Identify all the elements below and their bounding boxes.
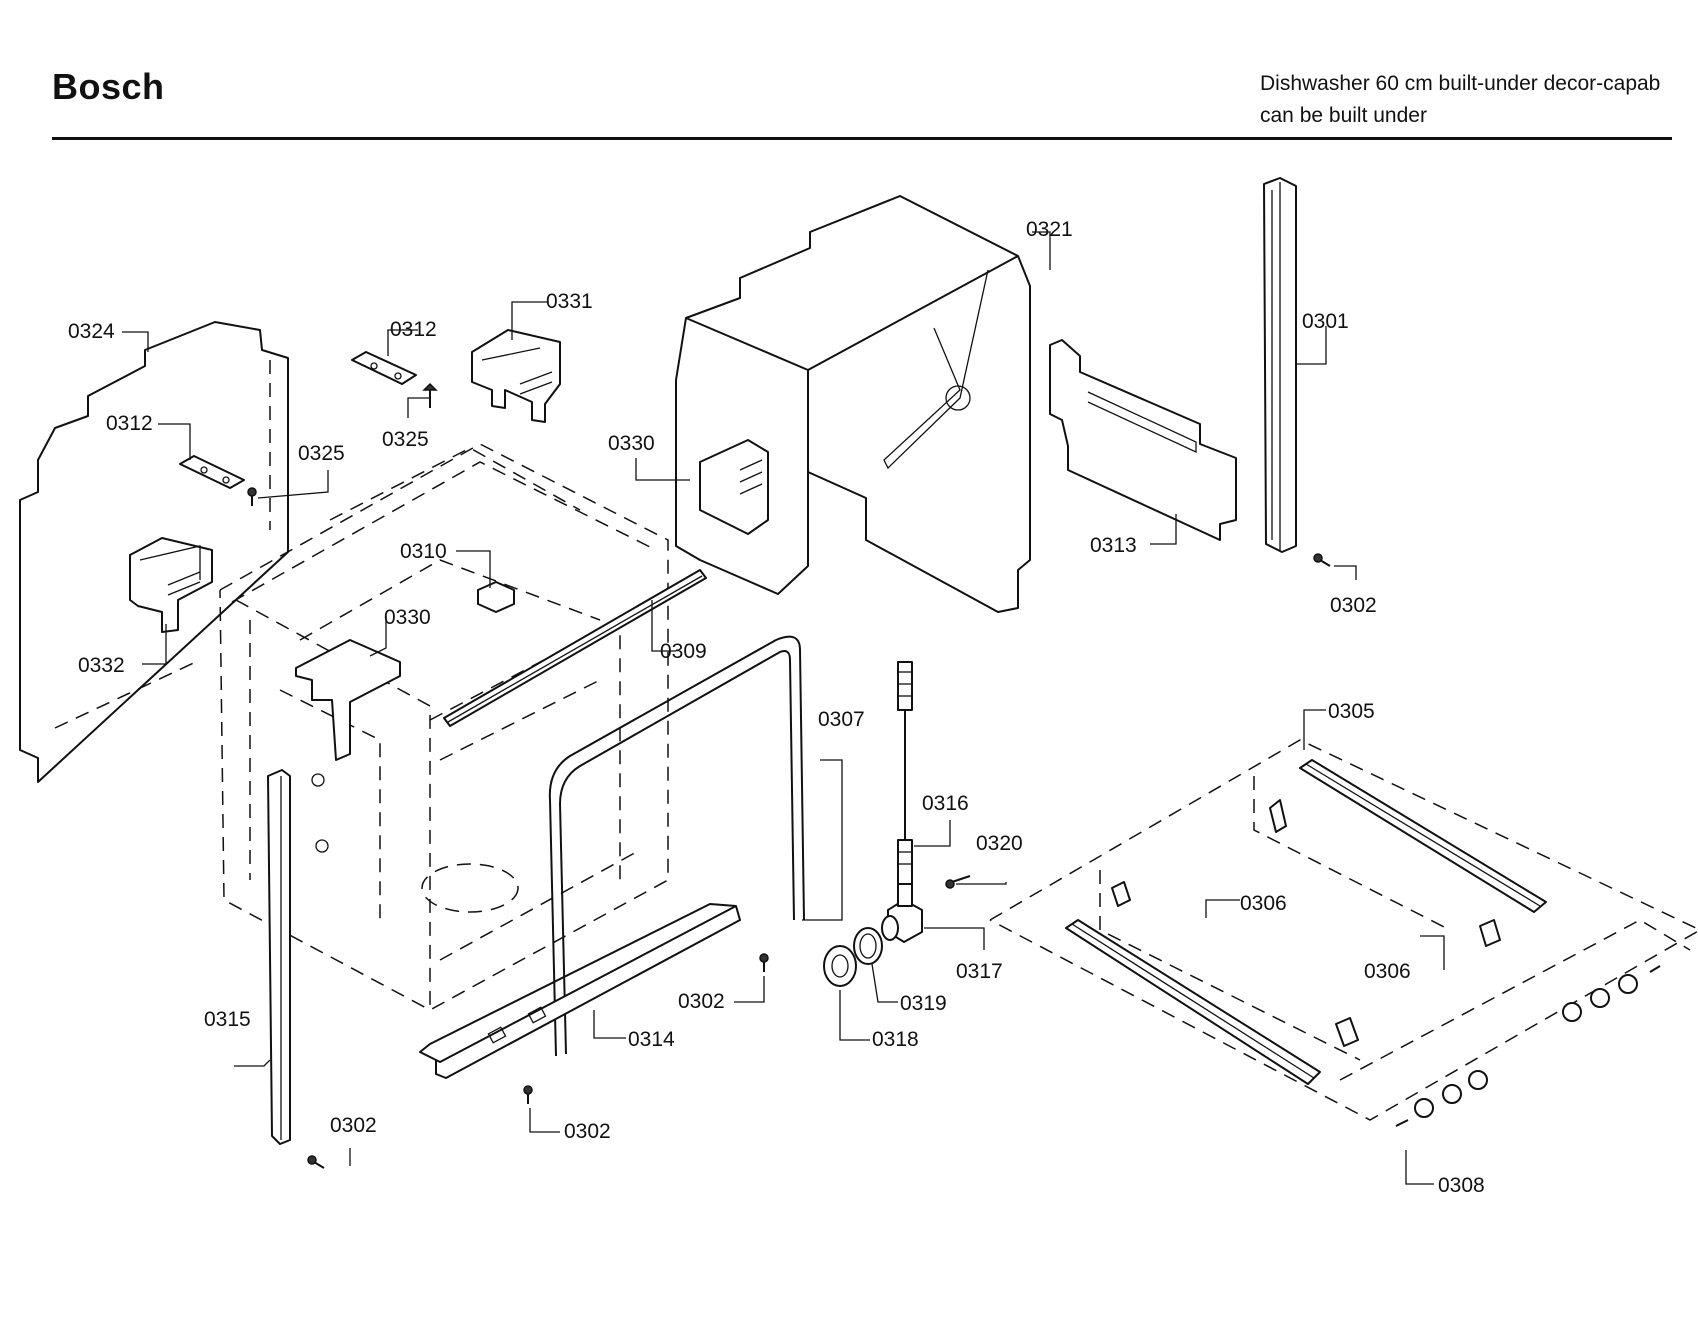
part-0321-cover <box>675 195 1031 613</box>
part-0310-clip <box>477 581 515 613</box>
label-0302-c: 0302 <box>564 1120 611 1143</box>
part-0308-feet <box>1395 965 1661 1127</box>
part-0301-vertical-rail <box>1263 177 1297 553</box>
label-0306-upper: 0306 <box>1240 892 1287 915</box>
part-0313-strip <box>1049 339 1237 541</box>
label-0320: 0320 <box>976 832 1023 855</box>
part-0312-plate-upper <box>351 351 417 385</box>
label-0307: 0307 <box>818 708 865 731</box>
part-0325-screw-lower <box>247 487 257 506</box>
brand-title: Bosch <box>52 66 165 107</box>
label-0312-upper: 0312 <box>390 318 437 341</box>
part-0318-cap <box>823 945 857 987</box>
part-0302-screw-b <box>759 953 769 972</box>
label-0331: 0331 <box>546 290 593 313</box>
part-0316-hose <box>897 661 913 885</box>
part-0317-valve <box>881 883 923 943</box>
part-0330-tub-bracket <box>295 639 401 853</box>
label-0330-tub: 0330 <box>384 606 431 629</box>
label-0325-right: 0325 <box>298 442 345 465</box>
label-0302-b: 0302 <box>678 990 725 1013</box>
label-0305: 0305 <box>1328 700 1375 723</box>
model-line-2: can be built under <box>1260 104 1427 127</box>
part-0315-side-strip <box>267 769 291 1145</box>
label-0318: 0318 <box>872 1028 919 1051</box>
part-0320-screw <box>945 875 971 889</box>
part-0302-screw-a <box>1313 553 1331 567</box>
part-0314-bottom-strip <box>419 903 741 1079</box>
label-0310: 0310 <box>400 540 447 563</box>
part-base-frame-outline <box>989 739 1698 1121</box>
label-0315: 0315 <box>204 1008 251 1031</box>
part-0307-door-seal <box>548 635 805 1057</box>
label-0325-upper: 0325 <box>382 428 429 451</box>
label-0321: 0321 <box>1026 218 1073 241</box>
model-description: Dishwasher 60 cm built-under decor-capab… <box>1260 68 1660 132</box>
label-0312-lower: 0312 <box>106 412 153 435</box>
part-0306-brackets <box>1111 799 1501 1047</box>
part-0319-ring <box>853 927 883 965</box>
label-0309: 0309 <box>660 640 707 663</box>
label-0301: 0301 <box>1302 310 1349 333</box>
part-0309-front-rail <box>443 569 707 727</box>
part-0331-bracket <box>471 329 561 423</box>
part-0302-screw-c <box>523 1085 533 1104</box>
label-0324: 0324 <box>68 320 115 343</box>
part-0302-screw-d <box>307 1155 325 1169</box>
leader-lines <box>122 231 1445 1185</box>
label-0332: 0332 <box>78 654 125 677</box>
model-line-1: Dishwasher 60 cm built-under decor-capab <box>1260 72 1661 95</box>
label-0319: 0319 <box>900 992 947 1015</box>
part-0332-bracket <box>129 537 213 633</box>
label-0308: 0308 <box>1438 1174 1485 1197</box>
label-0313: 0313 <box>1090 534 1137 557</box>
header-rule <box>52 137 1672 140</box>
part-0312-plate-lower <box>179 455 245 489</box>
part-0305-rail <box>1299 759 1547 913</box>
part-0325-screw-upper <box>422 382 438 408</box>
part-labels: 0321 0331 0312 0324 0312 0325 0325 0301 … <box>68 218 1485 1197</box>
label-0317: 0317 <box>956 960 1003 983</box>
label-0306-lower: 0306 <box>1364 960 1411 983</box>
label-0302-d: 0302 <box>330 1114 377 1137</box>
label-0316: 0316 <box>922 792 969 815</box>
part-0306-rail <box>1065 919 1321 1085</box>
label-0314: 0314 <box>628 1028 675 1051</box>
label-0330-cover: 0330 <box>608 432 655 455</box>
label-0302-a: 0302 <box>1330 594 1377 617</box>
